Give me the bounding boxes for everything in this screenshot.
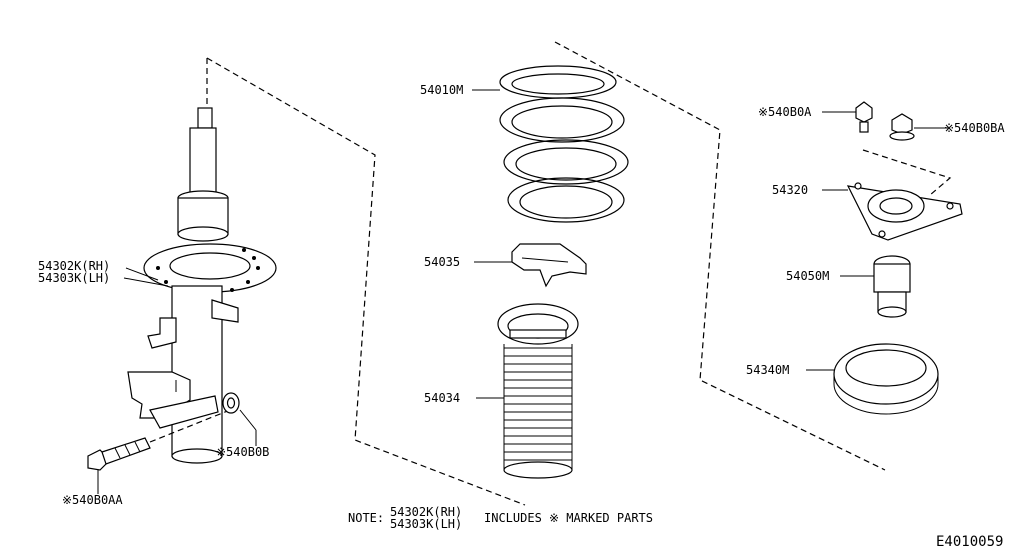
label-seat: 54035	[424, 255, 460, 269]
spring-seat-54035[interactable]	[511, 243, 587, 288]
label-spring: 54010M	[420, 83, 463, 97]
coil-spring[interactable]	[499, 65, 629, 223]
label-strut-rh: 54302K(RH)	[38, 259, 110, 273]
dust-boot-54034[interactable]	[497, 303, 579, 479]
label-boot: 54034	[424, 391, 460, 405]
label-nut-ba: ※540B0BA	[944, 121, 1005, 135]
label-bumper: 54050M	[786, 269, 829, 283]
note-line2: 54303K(LH)	[390, 517, 462, 531]
note-line1: 54302K(RH)	[390, 505, 462, 519]
label-nut-a: ※540B0A	[758, 105, 812, 119]
diagram-id: E4010059	[936, 534, 1003, 550]
nut-540b0a[interactable]	[855, 101, 873, 133]
strut-mount-54320[interactable]	[846, 182, 963, 241]
assembly-outline-left	[206, 57, 526, 506]
bolt-540b0aa[interactable]	[87, 409, 231, 471]
assembly-outline-right	[554, 41, 952, 471]
label-nut-b: ※540B0B	[216, 445, 269, 459]
note-prefix: NOTE:	[348, 511, 384, 525]
label-bolt: ※540B0AA	[62, 493, 123, 507]
nut-540b0b[interactable]	[222, 392, 240, 414]
label-bearing: 54340M	[746, 363, 789, 377]
label-mount: 54320	[772, 183, 808, 197]
strut-assembly[interactable]	[127, 107, 277, 464]
bump-stop-54050m[interactable]	[873, 255, 911, 318]
nut-540b0ba[interactable]	[889, 113, 915, 141]
boot-bellows	[503, 344, 573, 470]
label-strut-lh: 54303K(LH)	[38, 271, 110, 285]
leader-lines	[97, 89, 948, 494]
bearing-54340m[interactable]	[833, 343, 939, 415]
note-suffix: INCLUDES ※ MARKED PARTS	[484, 511, 653, 525]
